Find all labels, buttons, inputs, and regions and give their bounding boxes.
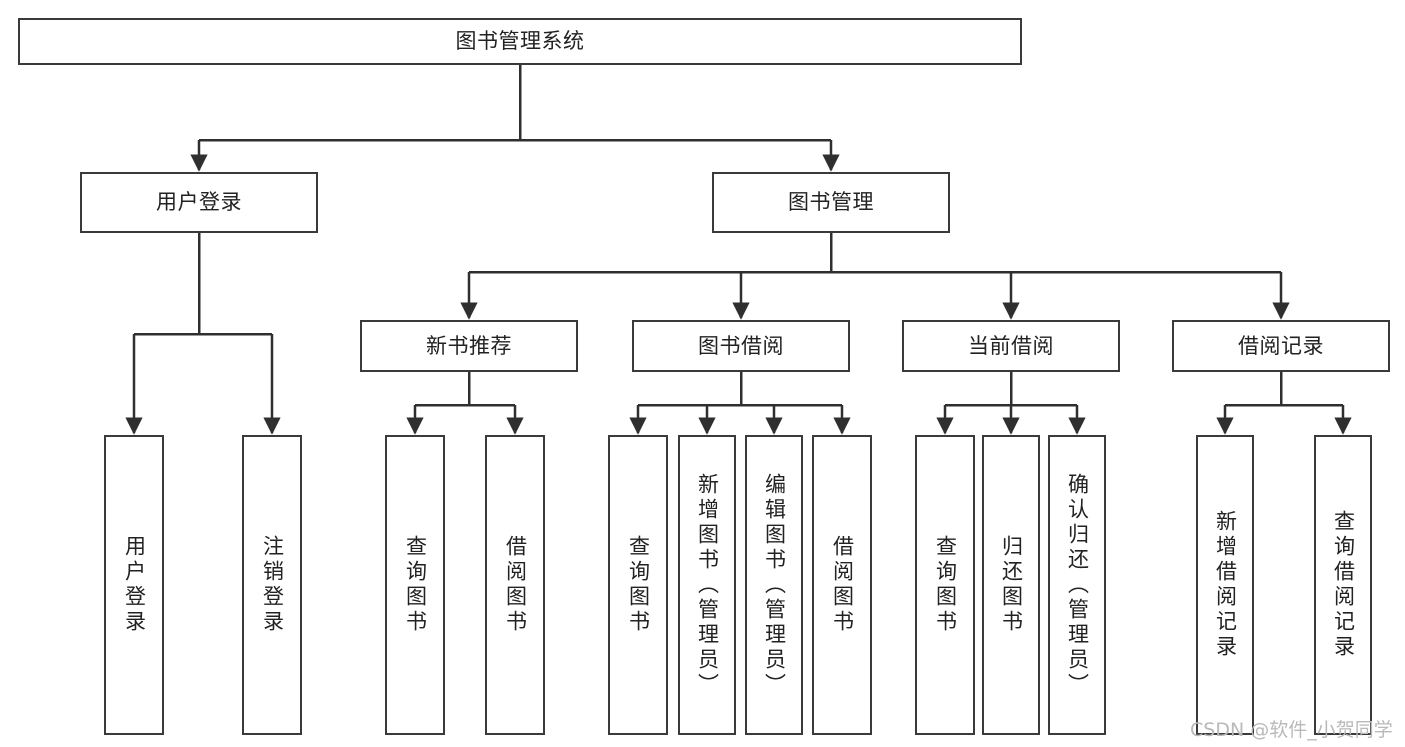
node-label-leaf-return-book: 归还图书: [999, 535, 1024, 635]
node-borrow-record[interactable]: 借阅记录: [1172, 320, 1390, 372]
node-label-book-borrow: 图书借阅: [698, 333, 784, 358]
node-leaf-confirm-return-admin[interactable]: 确认归还（管理员）: [1048, 435, 1106, 735]
node-leaf-add-book-admin[interactable]: 新增图书（管理员）: [678, 435, 736, 735]
node-leaf-logout[interactable]: 注销登录: [242, 435, 302, 735]
node-label-leaf-query-book-new: 查询图书: [403, 535, 428, 635]
node-current-borrow[interactable]: 当前借阅: [902, 320, 1120, 372]
node-label-leaf-query-book-borrow: 查询图书: [626, 535, 651, 635]
node-label-leaf-logout: 注销登录: [260, 535, 285, 635]
node-label-leaf-borrow-book-new: 借阅图书: [503, 535, 528, 635]
node-leaf-query-book-new[interactable]: 查询图书: [385, 435, 445, 735]
node-leaf-borrow-book-new[interactable]: 借阅图书: [485, 435, 545, 735]
node-book-borrow[interactable]: 图书借阅: [632, 320, 850, 372]
node-label-leaf-confirm-return-admin: 确认归还（管理员）: [1065, 472, 1090, 698]
node-leaf-return-book[interactable]: 归还图书: [982, 435, 1040, 735]
node-label-leaf-borrow-book: 借阅图书: [830, 535, 855, 635]
node-leaf-edit-book-admin[interactable]: 编辑图书（管理员）: [745, 435, 803, 735]
node-label-borrow-record: 借阅记录: [1238, 333, 1324, 358]
node-label-leaf-add-book-admin: 新增图书（管理员）: [695, 472, 720, 698]
node-label-book-manage: 图书管理: [788, 190, 874, 215]
node-label-leaf-query-book-current: 查询图书: [933, 535, 958, 635]
node-leaf-add-borrow-record[interactable]: 新增借阅记录: [1196, 435, 1254, 735]
node-label-root: 图书管理系统: [455, 29, 585, 54]
node-new-book-recommend[interactable]: 新书推荐: [360, 320, 578, 372]
node-label-leaf-query-borrow-record: 查询借阅记录: [1331, 510, 1356, 660]
node-leaf-query-book-borrow[interactable]: 查询图书: [608, 435, 668, 735]
node-leaf-query-borrow-record[interactable]: 查询借阅记录: [1314, 435, 1372, 735]
node-label-current-borrow: 当前借阅: [968, 333, 1054, 358]
node-leaf-query-book-current[interactable]: 查询图书: [915, 435, 975, 735]
node-label-leaf-user-login: 用户登录: [122, 535, 147, 635]
node-leaf-borrow-book[interactable]: 借阅图书: [812, 435, 872, 735]
node-label-leaf-edit-book-admin: 编辑图书（管理员）: [762, 472, 787, 698]
node-label-new-book-recommend: 新书推荐: [426, 333, 512, 358]
node-user-login[interactable]: 用户登录: [80, 172, 318, 233]
node-leaf-user-login[interactable]: 用户登录: [104, 435, 164, 735]
node-label-user-login: 用户登录: [156, 190, 242, 215]
connector-group: [125, 65, 1352, 435]
node-book-manage[interactable]: 图书管理: [712, 172, 950, 233]
node-label-leaf-add-borrow-record: 新增借阅记录: [1213, 510, 1238, 660]
node-root[interactable]: 图书管理系统: [18, 18, 1022, 65]
